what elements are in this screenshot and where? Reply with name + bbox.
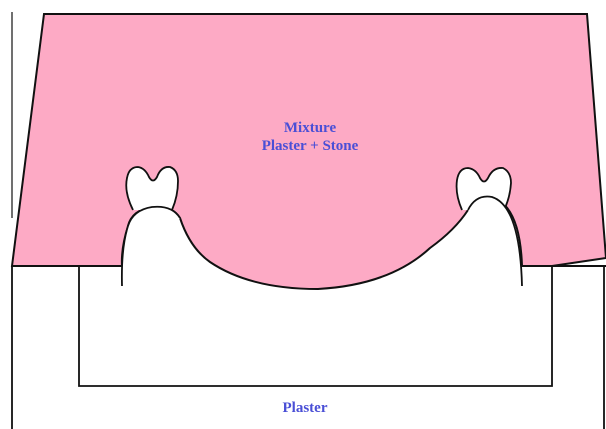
mixture-label-line2: Plaster + Stone [240, 137, 380, 155]
mixture-label-line1: Mixture [240, 119, 380, 137]
mixture-label: Mixture Plaster + Stone [240, 119, 380, 155]
plaster-label: Plaster [250, 399, 360, 417]
